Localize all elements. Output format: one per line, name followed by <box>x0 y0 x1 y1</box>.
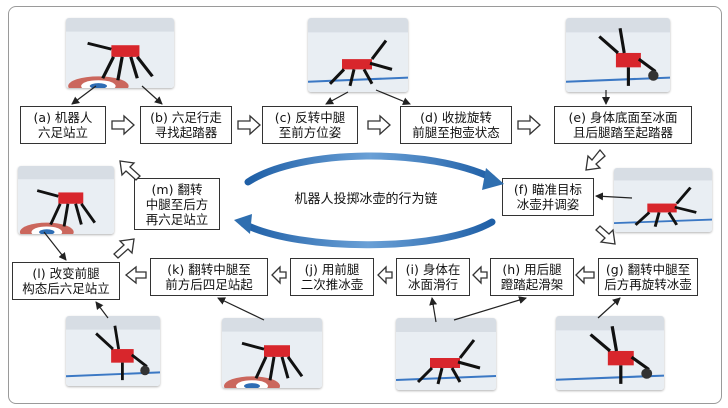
photo-e <box>566 18 670 92</box>
step-l-line1: (l) 改变前腿 <box>32 266 99 281</box>
step-g-line2: 后方再旋转冰壶 <box>604 277 692 292</box>
step-l-line2: 构态后六足站立 <box>22 281 110 296</box>
photo-c <box>308 18 408 92</box>
step-k-line1: (k) 翻转中腿至 <box>167 262 250 277</box>
photo-g <box>556 316 664 390</box>
step-e-box: (e) 身体底面至冰面 且后腿踏至起踏器 <box>554 106 692 144</box>
step-l-box: (l) 改变前腿 构态后六足站立 <box>12 262 120 300</box>
step-k-line2: 前方后四足站起 <box>165 277 253 292</box>
photo-m <box>18 166 114 234</box>
step-f-line2: 冰壶并调姿 <box>517 197 580 212</box>
step-b-line1: (b) 六足行走 <box>150 110 222 125</box>
step-e-line2: 且后腿踏至起踏器 <box>573 125 673 140</box>
photo-f <box>614 168 712 232</box>
step-b-box: (b) 六足行走 寻找起踏器 <box>140 106 232 144</box>
step-k-box: (k) 翻转中腿至 前方后四足站起 <box>150 258 268 296</box>
photo-a <box>66 18 174 88</box>
photo-k <box>222 318 322 388</box>
step-a-line2: 六足站立 <box>38 125 88 140</box>
center-label: 机器人投掷冰壶的行为链 <box>268 188 464 207</box>
step-c-line2: 至前方位姿 <box>279 125 342 140</box>
step-m-box: (m) 翻转 中腿至后方 再六足站立 <box>134 178 220 230</box>
step-h-box: (h) 用后腿 蹬踏起滑架 <box>490 258 574 296</box>
step-j-box: (j) 用前腿 二次推冰壶 <box>290 258 374 296</box>
step-g-line1: (g) 翻转中腿至 <box>606 262 690 277</box>
step-b-line2: 寻找起踏器 <box>155 125 218 140</box>
step-d-line1: (d) 收拢旋转 <box>420 110 492 125</box>
photo-i <box>396 318 496 390</box>
step-e-line1: (e) 身体底面至冰面 <box>569 110 678 125</box>
step-a-line1: (a) 机器人 <box>34 110 93 125</box>
step-d-box: (d) 收拢旋转 前腿至抱壶状态 <box>400 106 512 144</box>
step-i-line1: (i) 身体在 <box>406 262 461 277</box>
step-h-line1: (h) 用后腿 <box>502 262 561 277</box>
step-m-line2: 中腿至后方 <box>146 197 209 212</box>
step-g-box: (g) 翻转中腿至 后方再旋转冰壶 <box>598 258 698 296</box>
photo-l <box>66 316 160 386</box>
step-a-box: (a) 机器人 六足站立 <box>20 106 106 144</box>
step-f-box: (f) 瞄准目标 冰壶并调姿 <box>502 178 594 216</box>
step-j-line1: (j) 用前腿 <box>305 262 360 277</box>
step-c-line1: (c) 反转中腿 <box>275 110 346 125</box>
step-i-line2: 冰面滑行 <box>408 277 458 292</box>
step-j-line2: 二次推冰壶 <box>301 277 364 292</box>
step-d-line2: 前腿至抱壶状态 <box>412 125 500 140</box>
step-h-line2: 蹬踏起滑架 <box>501 277 564 292</box>
step-m-line3: 再六足站立 <box>146 212 209 227</box>
step-m-line1: (m) 翻转 <box>152 182 203 197</box>
step-i-box: (i) 身体在 冰面滑行 <box>396 258 470 296</box>
step-f-line1: (f) 瞄准目标 <box>514 182 582 197</box>
step-c-box: (c) 反转中腿 至前方位姿 <box>262 106 358 144</box>
